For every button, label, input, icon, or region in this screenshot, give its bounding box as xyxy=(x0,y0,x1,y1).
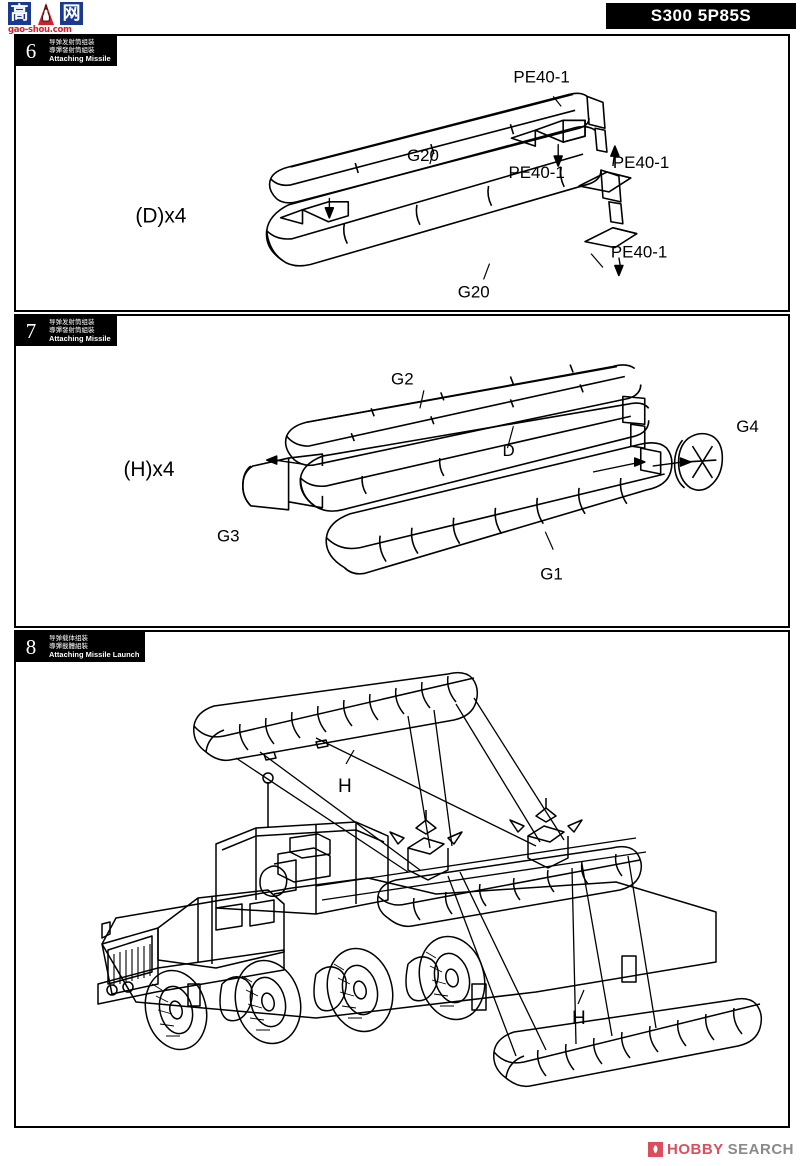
step-caption-cn-traditional: 導彈發射筒組裝 xyxy=(49,325,95,334)
step-number-7: 7 xyxy=(16,316,46,346)
site-logo: 高 网 gao-shou.com xyxy=(8,2,88,42)
step-caption-7: 导弹发射筒组装 導彈發射筒組裝 Attaching Missile xyxy=(46,316,117,346)
step-panel-8: 8 导弹载体组装 導彈載體組裝 Attaching Missile Launch xyxy=(14,630,790,1128)
hobby-search-watermark: HOBBY SEARCH xyxy=(647,1141,794,1158)
logo-char-wang: 网 xyxy=(60,2,83,25)
step-number-6: 6 xyxy=(16,36,46,66)
part-label-pe40-1-top: PE40-1 xyxy=(513,67,569,86)
logo-characters: 高 网 xyxy=(8,2,88,28)
part-label-pe40-1-mid-right: PE40-1 xyxy=(613,153,669,172)
step-caption-8: 导弹载体组装 導彈載體組裝 Attaching Missile Launch xyxy=(46,632,146,662)
part-label-pe40-1-mid-left: PE40-1 xyxy=(508,163,564,182)
step-caption-cn-simplified: 导弹载体组装 xyxy=(49,634,88,642)
part-label-g4: G4 xyxy=(736,417,759,436)
flame-icon xyxy=(647,1142,663,1157)
step-tag-6: 6 导弹发射筒组装 導彈發射筒組裝 Attaching Missile xyxy=(16,36,117,66)
part-label-h-top: H xyxy=(338,776,352,797)
step7-illustration: (H)x4 G2 G3 G4 G1 D xyxy=(123,364,759,583)
step-caption-en: Attaching Missile xyxy=(49,334,111,343)
pointing-hand-icon xyxy=(34,1,58,27)
part-label-h-bottom: H xyxy=(572,1008,586,1029)
step6-illustration: (D)x4 G20 G20 PE40-1 PE40-1 PE40-1 PE40-… xyxy=(135,67,669,301)
page-header: 高 网 gao-shou.com S300 5P85S xyxy=(0,0,804,35)
step6-quantity-label: (D)x4 xyxy=(135,205,186,228)
step-number-8: 8 xyxy=(16,632,46,662)
page-title: S300 5P85S xyxy=(606,3,796,29)
step-tag-8: 8 导弹载体组装 導彈載體組裝 Attaching Missile Launch xyxy=(16,632,146,662)
part-label-g3: G3 xyxy=(217,527,240,546)
part-label-g20-top: G20 xyxy=(407,146,439,165)
part-label-pe40-1-bottom: PE40-1 xyxy=(611,243,667,262)
part-label-d: D xyxy=(502,441,514,460)
step-caption-6: 导弹发射筒组装 導彈發射筒組裝 Attaching Missile xyxy=(46,36,117,66)
watermark-suffix: SEARCH xyxy=(727,1141,794,1158)
part-label-g20-bottom: G20 xyxy=(458,282,490,301)
part-label-g1: G1 xyxy=(540,564,563,583)
logo-url: gao-shou.com xyxy=(8,25,72,35)
part-label-g2: G2 xyxy=(391,369,414,388)
step-tag-7: 7 导弹发射筒组装 導彈發射筒組裝 Attaching Missile xyxy=(16,316,117,346)
step-panel-6: 6 导弹发射筒组装 導彈發射筒組裝 Attaching Missile xyxy=(14,34,790,312)
step8-illustration: H H xyxy=(97,671,763,1088)
watermark-brand: HOBBY xyxy=(666,1141,724,1158)
step-caption-cn-simplified: 导弹发射筒组装 xyxy=(49,318,95,326)
step-caption-en: Attaching Missile xyxy=(49,54,111,63)
logo-char-gao: 高 xyxy=(8,2,31,25)
step-panel-7: 7 导弹发射筒组装 導彈發射筒組裝 Attaching Missile xyxy=(14,314,790,628)
step7-quantity-label: (H)x4 xyxy=(123,458,174,481)
step-caption-en: Attaching Missile Launch xyxy=(49,650,140,659)
step-caption-cn-traditional: 導彈載體組裝 xyxy=(49,641,88,650)
step-caption-cn-simplified: 导弹发射筒组装 xyxy=(49,38,95,46)
step-caption-cn-traditional: 導彈發射筒組裝 xyxy=(49,45,95,54)
